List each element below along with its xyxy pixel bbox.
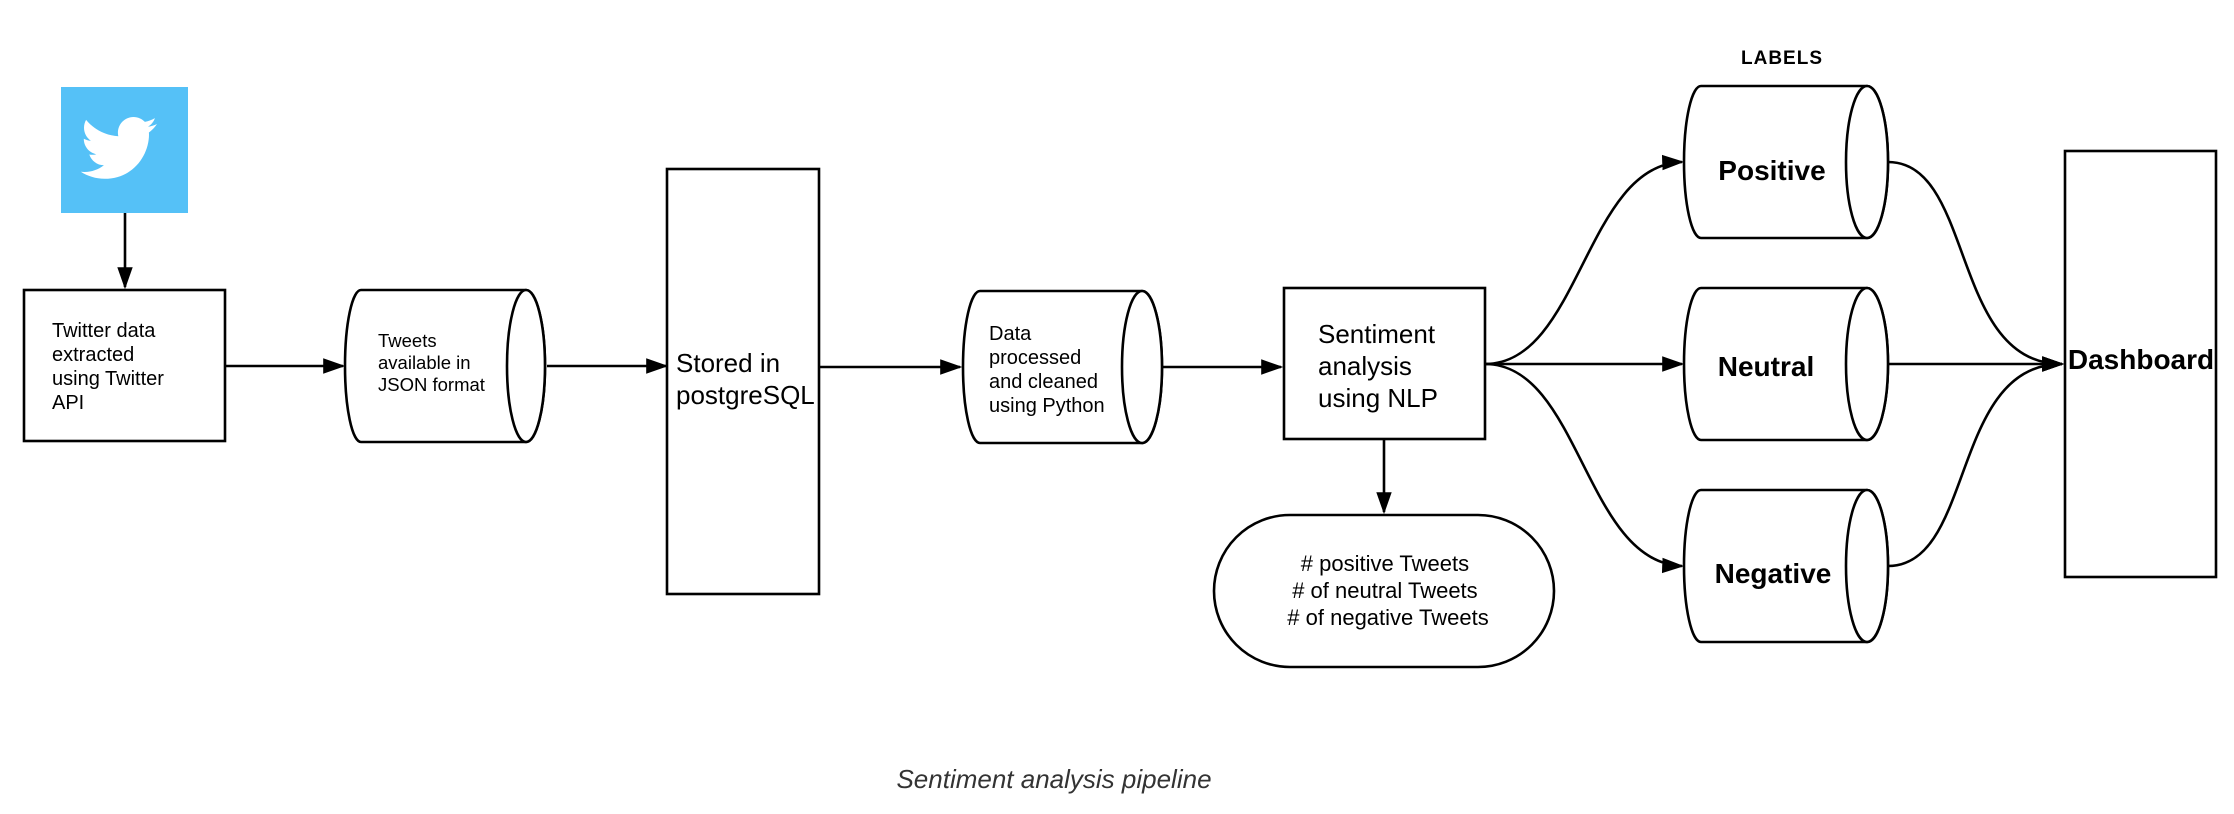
curve-positive-to-dashboard bbox=[1887, 160, 2065, 372]
extract-box bbox=[22, 288, 227, 443]
curve-to-positive bbox=[1484, 154, 1685, 366]
neutral-label: Neutral bbox=[1718, 351, 1814, 382]
negative-label: Negative bbox=[1715, 558, 1832, 589]
storage-box bbox=[665, 167, 821, 596]
processing-text: Data processed and cleaned using Python bbox=[989, 323, 1105, 417]
counts-text: # positive Tweets # of neutral Tweets # … bbox=[1287, 551, 1488, 630]
sentiment-box bbox=[1282, 286, 1487, 441]
storage-text: Stored in postgreSQL bbox=[676, 348, 815, 410]
counts-terminator bbox=[1212, 513, 1556, 669]
processing-cylinder bbox=[961, 289, 1164, 445]
positive-label: Positive bbox=[1718, 155, 1825, 186]
connectors bbox=[117, 154, 2065, 574]
positive-cylinder bbox=[1682, 84, 1890, 240]
tweets-json-text: Tweets available in JSON format bbox=[378, 330, 485, 395]
twitter-bird-icon bbox=[61, 87, 188, 213]
dashboard-box bbox=[2063, 149, 2218, 579]
sentiment-text: Sentiment analysis using NLP bbox=[1318, 319, 1442, 413]
curve-to-negative bbox=[1484, 362, 1685, 574]
neutral-cylinder bbox=[1682, 286, 1890, 442]
extract-text: Twitter data extracted using Twitter API bbox=[52, 320, 169, 414]
curve-negative-to-dashboard bbox=[1887, 356, 2065, 568]
dashboard-label: Dashboard bbox=[2068, 344, 2214, 375]
tweets-json-cylinder bbox=[343, 288, 547, 444]
diagram-caption: Sentiment analysis pipeline bbox=[896, 764, 1211, 794]
labels-title: LABELS bbox=[1741, 48, 1823, 69]
negative-cylinder bbox=[1682, 488, 1890, 644]
